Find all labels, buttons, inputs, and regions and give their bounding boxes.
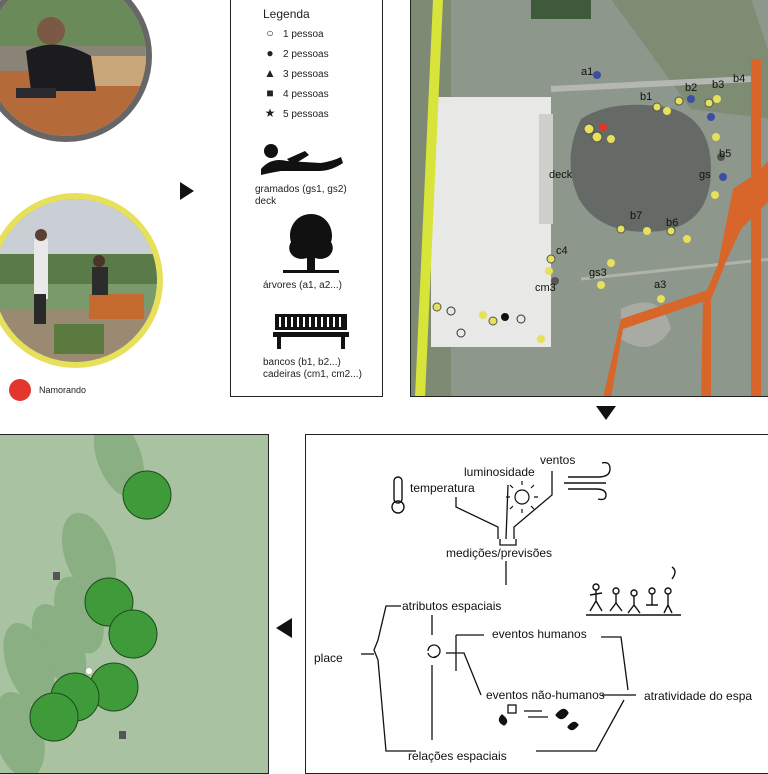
- map-label-b5: b5: [719, 148, 732, 160]
- map-label-b4: b4: [733, 73, 746, 85]
- label-place: place: [314, 651, 343, 665]
- legend-row-label: 1 pessoa: [283, 29, 324, 40]
- legend-row-4: ■ 4 pessoas: [263, 86, 329, 100]
- triangle-icon: ▲: [264, 66, 276, 80]
- red-legend-label: Namorando: [39, 385, 87, 395]
- legend-row-1: ○ 1 pessoa: [263, 26, 324, 40]
- map-label-b6: b6: [666, 217, 679, 229]
- nature-events-icon: [498, 704, 579, 731]
- star-icon: ★: [264, 106, 276, 120]
- label-luminosidade: luminosidade: [464, 465, 535, 479]
- legend-row-label: 4 pessoas: [283, 89, 329, 100]
- photo-man-on-phone: [0, 0, 152, 142]
- photo-couple: [0, 193, 163, 368]
- tree-icon: [283, 214, 339, 273]
- bench-caption-2: cadeiras (cm1, cm2...): [263, 369, 362, 380]
- label-medicoes: medições/previsões: [446, 546, 553, 560]
- map-label-cm3: cm3: [535, 282, 556, 294]
- arrow-down-icon: [596, 406, 616, 420]
- arrow-right-icon: [180, 182, 194, 200]
- lawn-caption-1: gramados (gs1, gs2): [255, 184, 347, 195]
- label-atributos: atributos espaciais: [402, 599, 502, 613]
- wind-icon: [564, 461, 611, 501]
- legend-row-label: 3 pessoas: [283, 69, 329, 80]
- lying-person-icon: [261, 144, 343, 175]
- circle-filled-icon: ●: [266, 46, 274, 60]
- label-relacoes: relações espaciais: [408, 749, 507, 763]
- label-eventos-humanos: eventos humanos: [492, 627, 587, 641]
- map-label-deck: deck: [549, 169, 573, 181]
- label-temperatura: temperatura: [410, 481, 475, 495]
- cycle-icon: [427, 644, 441, 659]
- legend-row-2: ● 2 pessoas: [263, 46, 329, 60]
- legend-row-5: ★ 5 pessoas: [263, 106, 329, 120]
- map-label-b1: b1: [640, 91, 653, 103]
- map-label-b2: b2: [685, 82, 698, 94]
- label-eventos-nao-humanos: eventos não-humanos: [486, 688, 605, 702]
- simulation-panel: [0, 434, 269, 774]
- diagram-lines: [361, 461, 681, 752]
- legend-panel: Legenda ○1 pessoa ●2 pessoas ▲3 pessoas …: [230, 0, 383, 397]
- legend-row-label: 5 pessoas: [283, 109, 329, 120]
- map-label-c4: c4: [556, 245, 568, 257]
- map-label-gs3: gs3: [589, 267, 607, 279]
- red-legend-dot: [9, 379, 31, 401]
- aerial-map: a1 b1 b2 b3 b4 b5 gs deck b7 b6 c4 cm3 g…: [410, 0, 768, 397]
- legend-row-3: ▲ 3 pessoas: [263, 66, 329, 80]
- sun-icon: [506, 481, 538, 513]
- label-ventos: ventos: [540, 453, 576, 467]
- bench-caption-1: bancos (b1, b2...): [263, 357, 341, 368]
- map-label-b7: b7: [630, 210, 643, 222]
- thermometer-icon: [391, 476, 405, 514]
- legend-row-label: 2 pessoas: [283, 49, 329, 60]
- map-label-a1: a1: [581, 66, 594, 78]
- lawn-caption-2: deck: [255, 196, 277, 207]
- circle-open-icon: ○: [266, 26, 274, 40]
- map-label-gs: gs: [699, 169, 711, 181]
- people-playing-icon: [586, 566, 681, 616]
- bench-icon: [273, 314, 349, 349]
- map-background: [411, 0, 768, 396]
- square-icon: ■: [266, 86, 274, 100]
- label-atratividade: atratividade do espa: [644, 689, 753, 703]
- map-label-b3: b3: [712, 79, 725, 91]
- simulation-canvas: [0, 435, 268, 773]
- map-label-a3: a3: [654, 279, 667, 291]
- arrow-left-icon: [276, 618, 292, 638]
- legend-title: Legenda: [263, 7, 310, 21]
- tree-caption: árvores (a1, a2...): [263, 280, 342, 291]
- concept-diagram: ventos luminosidade temperatura medições…: [305, 434, 768, 774]
